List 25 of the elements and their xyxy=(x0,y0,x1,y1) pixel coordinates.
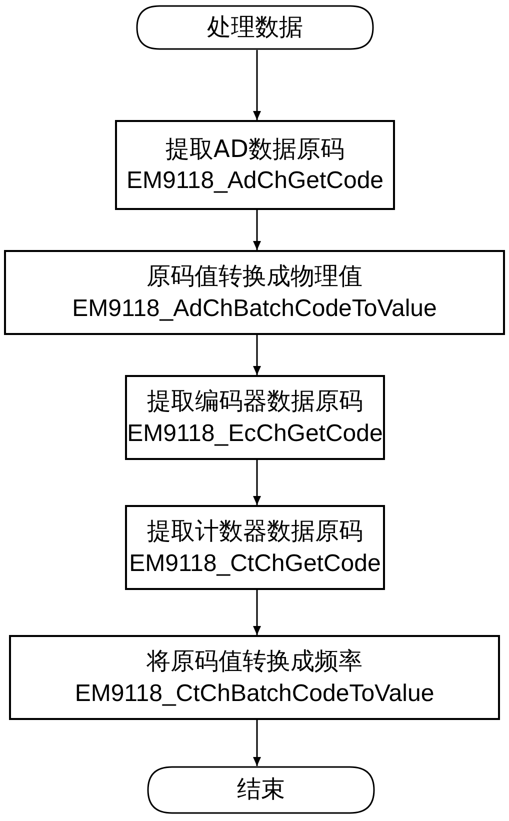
process-box xyxy=(125,375,385,460)
arrow xyxy=(253,590,261,635)
arrow xyxy=(253,210,261,250)
function-name: EM9118_CtChBatchCodeToValue xyxy=(74,678,434,708)
step-label: 提取编码器数据原码 xyxy=(147,386,363,418)
step-label: 提取计数器数据原码 xyxy=(147,516,363,548)
step-label: 结束 xyxy=(237,774,285,806)
process-box xyxy=(125,505,385,590)
arrow xyxy=(253,720,261,766)
terminal-oval xyxy=(137,5,373,50)
step-label: 提取AD数据原码 xyxy=(166,134,344,165)
function-name: EM9118_EcChGetCode xyxy=(127,418,383,448)
function-name: EM9118_AdChGetCode xyxy=(126,166,384,196)
process-box xyxy=(4,250,505,335)
arrow xyxy=(253,335,261,375)
step-label: 将原码值转换成频率 xyxy=(146,646,362,678)
arrow xyxy=(253,460,261,505)
step-label: 处理数据 xyxy=(207,12,303,43)
terminal-oval xyxy=(148,766,374,814)
function-name: EM9118_AdChBatchCodeToValue xyxy=(72,294,437,324)
arrow xyxy=(253,50,261,120)
process-box xyxy=(115,120,395,210)
function-name: EM9118_CtChGetCode xyxy=(129,548,381,578)
step-label: 原码值转换成物理值 xyxy=(146,261,362,292)
process-box xyxy=(9,635,500,720)
